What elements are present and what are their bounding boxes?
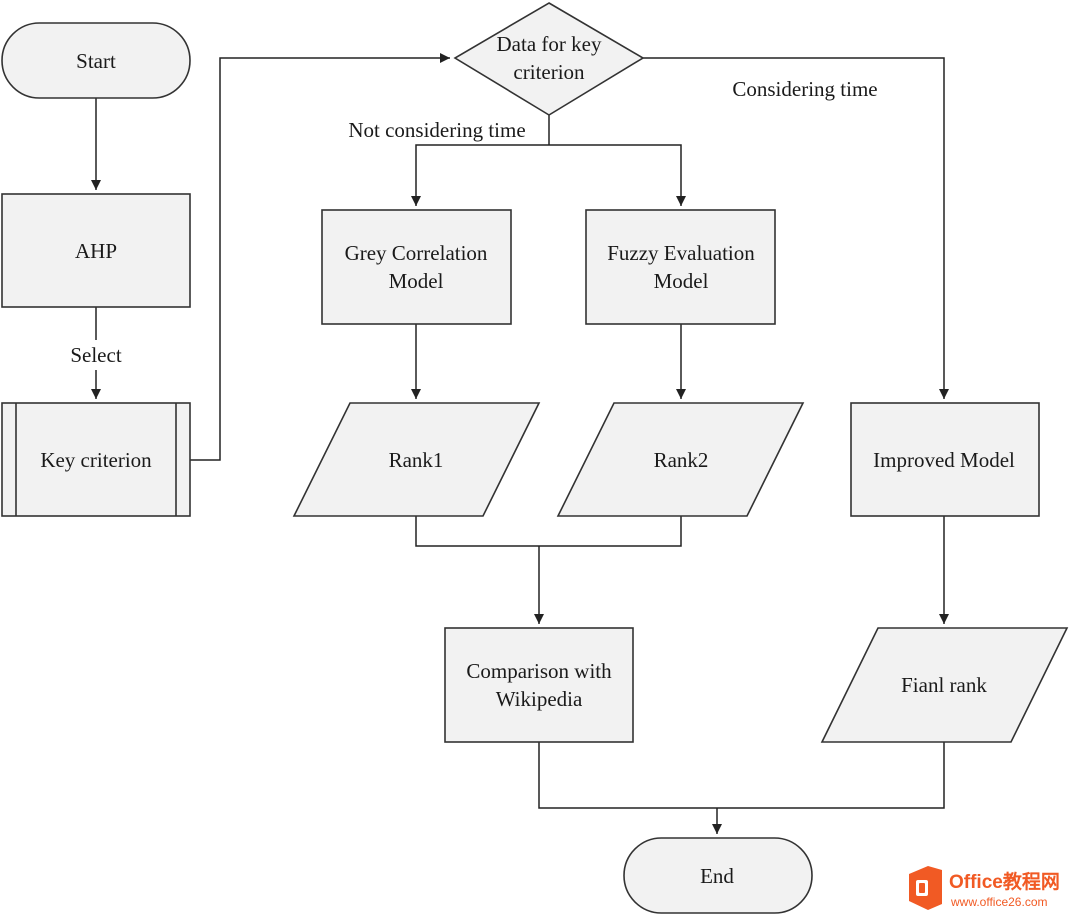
edge-decision-to-improved — [643, 57, 949, 399]
watermark-url: www.office26.com — [950, 895, 1048, 909]
edge-split-to-fuzzy — [549, 144, 686, 206]
edge-label-considering-time: Considering time — [732, 77, 877, 101]
node-ahp-label: AHP — [75, 239, 117, 263]
edge-label-select: Select — [70, 343, 121, 367]
node-rank1-label: Rank1 — [389, 448, 444, 472]
node-improved-model: Improved Model — [850, 402, 1040, 517]
node-rank1: Rank1 — [292, 402, 541, 517]
node-comparison: Comparison with Wikipedia — [444, 627, 634, 743]
office-logo-icon — [909, 866, 942, 910]
node-improved-model-label: Improved Model — [873, 448, 1015, 472]
node-end-label: End — [700, 864, 734, 888]
edges — [91, 53, 949, 834]
node-fuzzy-model: Fuzzy Evaluation Model — [585, 209, 776, 325]
node-start: Start — [1, 22, 191, 99]
node-key-criterion-label: Key criterion — [40, 448, 152, 472]
node-fuzzy-model-label-line1: Fuzzy Evaluation — [607, 241, 755, 265]
node-start-label: Start — [76, 49, 116, 73]
node-decision: Data for key criterion — [453, 2, 645, 116]
node-grey-model-label-line1: Grey Correlation — [345, 241, 488, 265]
node-comparison-label-line2: Wikipedia — [496, 687, 583, 711]
node-final-rank: Fianl rank — [820, 627, 1069, 743]
node-ahp: AHP — [1, 193, 191, 308]
node-fuzzy-model-label-line2: Model — [654, 269, 709, 293]
watermark-brand: Office教程网 — [949, 870, 1060, 893]
node-end: End — [623, 837, 813, 914]
edge-label-not-considering-time: Not considering time — [348, 118, 525, 142]
edge-key-criterion-to-decision — [190, 53, 450, 461]
node-rank2-label: Rank2 — [654, 448, 709, 472]
edge-split-to-grey — [411, 144, 549, 206]
node-grey-model-label-line2: Model — [389, 269, 444, 293]
node-decision-label-line1: Data for key — [497, 32, 602, 56]
watermark: Office教程网 www.office26.com — [878, 856, 1068, 913]
node-grey-model: Grey Correlation Model — [321, 209, 512, 325]
node-final-rank-label: Fianl rank — [901, 673, 987, 697]
edge-rank1-to-merge — [415, 516, 682, 547]
node-decision-label-line2: criterion — [513, 60, 585, 84]
node-key-criterion: Key criterion — [1, 402, 191, 517]
node-comparison-label-line1: Comparison with — [466, 659, 612, 683]
node-rank2: Rank2 — [556, 402, 805, 517]
edge-comparison-to-end-merge — [538, 742, 945, 809]
